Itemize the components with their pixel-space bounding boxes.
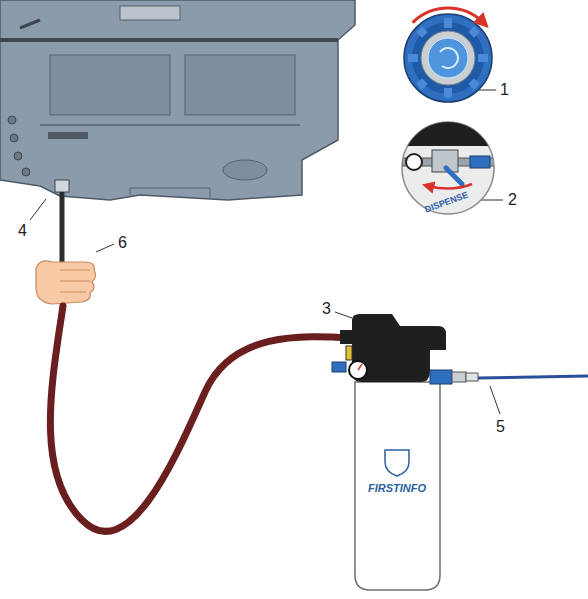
callout-number: 5 <box>496 418 505 436</box>
leader-lines <box>30 90 503 414</box>
callout-number: 6 <box>118 234 127 252</box>
oil-pan <box>0 0 355 200</box>
valve-text: DISPENSE <box>424 191 470 216</box>
callout-number: 2 <box>508 191 517 209</box>
brand-logo: FIRSTINFO <box>368 482 426 494</box>
cap-detail <box>404 8 492 102</box>
callout-number: 3 <box>322 300 331 318</box>
hand <box>36 261 96 304</box>
air-line <box>478 376 588 378</box>
callout-number: 4 <box>18 222 27 240</box>
callout-number: 1 <box>500 81 509 99</box>
pump-tank <box>332 314 478 590</box>
hose <box>50 306 352 531</box>
